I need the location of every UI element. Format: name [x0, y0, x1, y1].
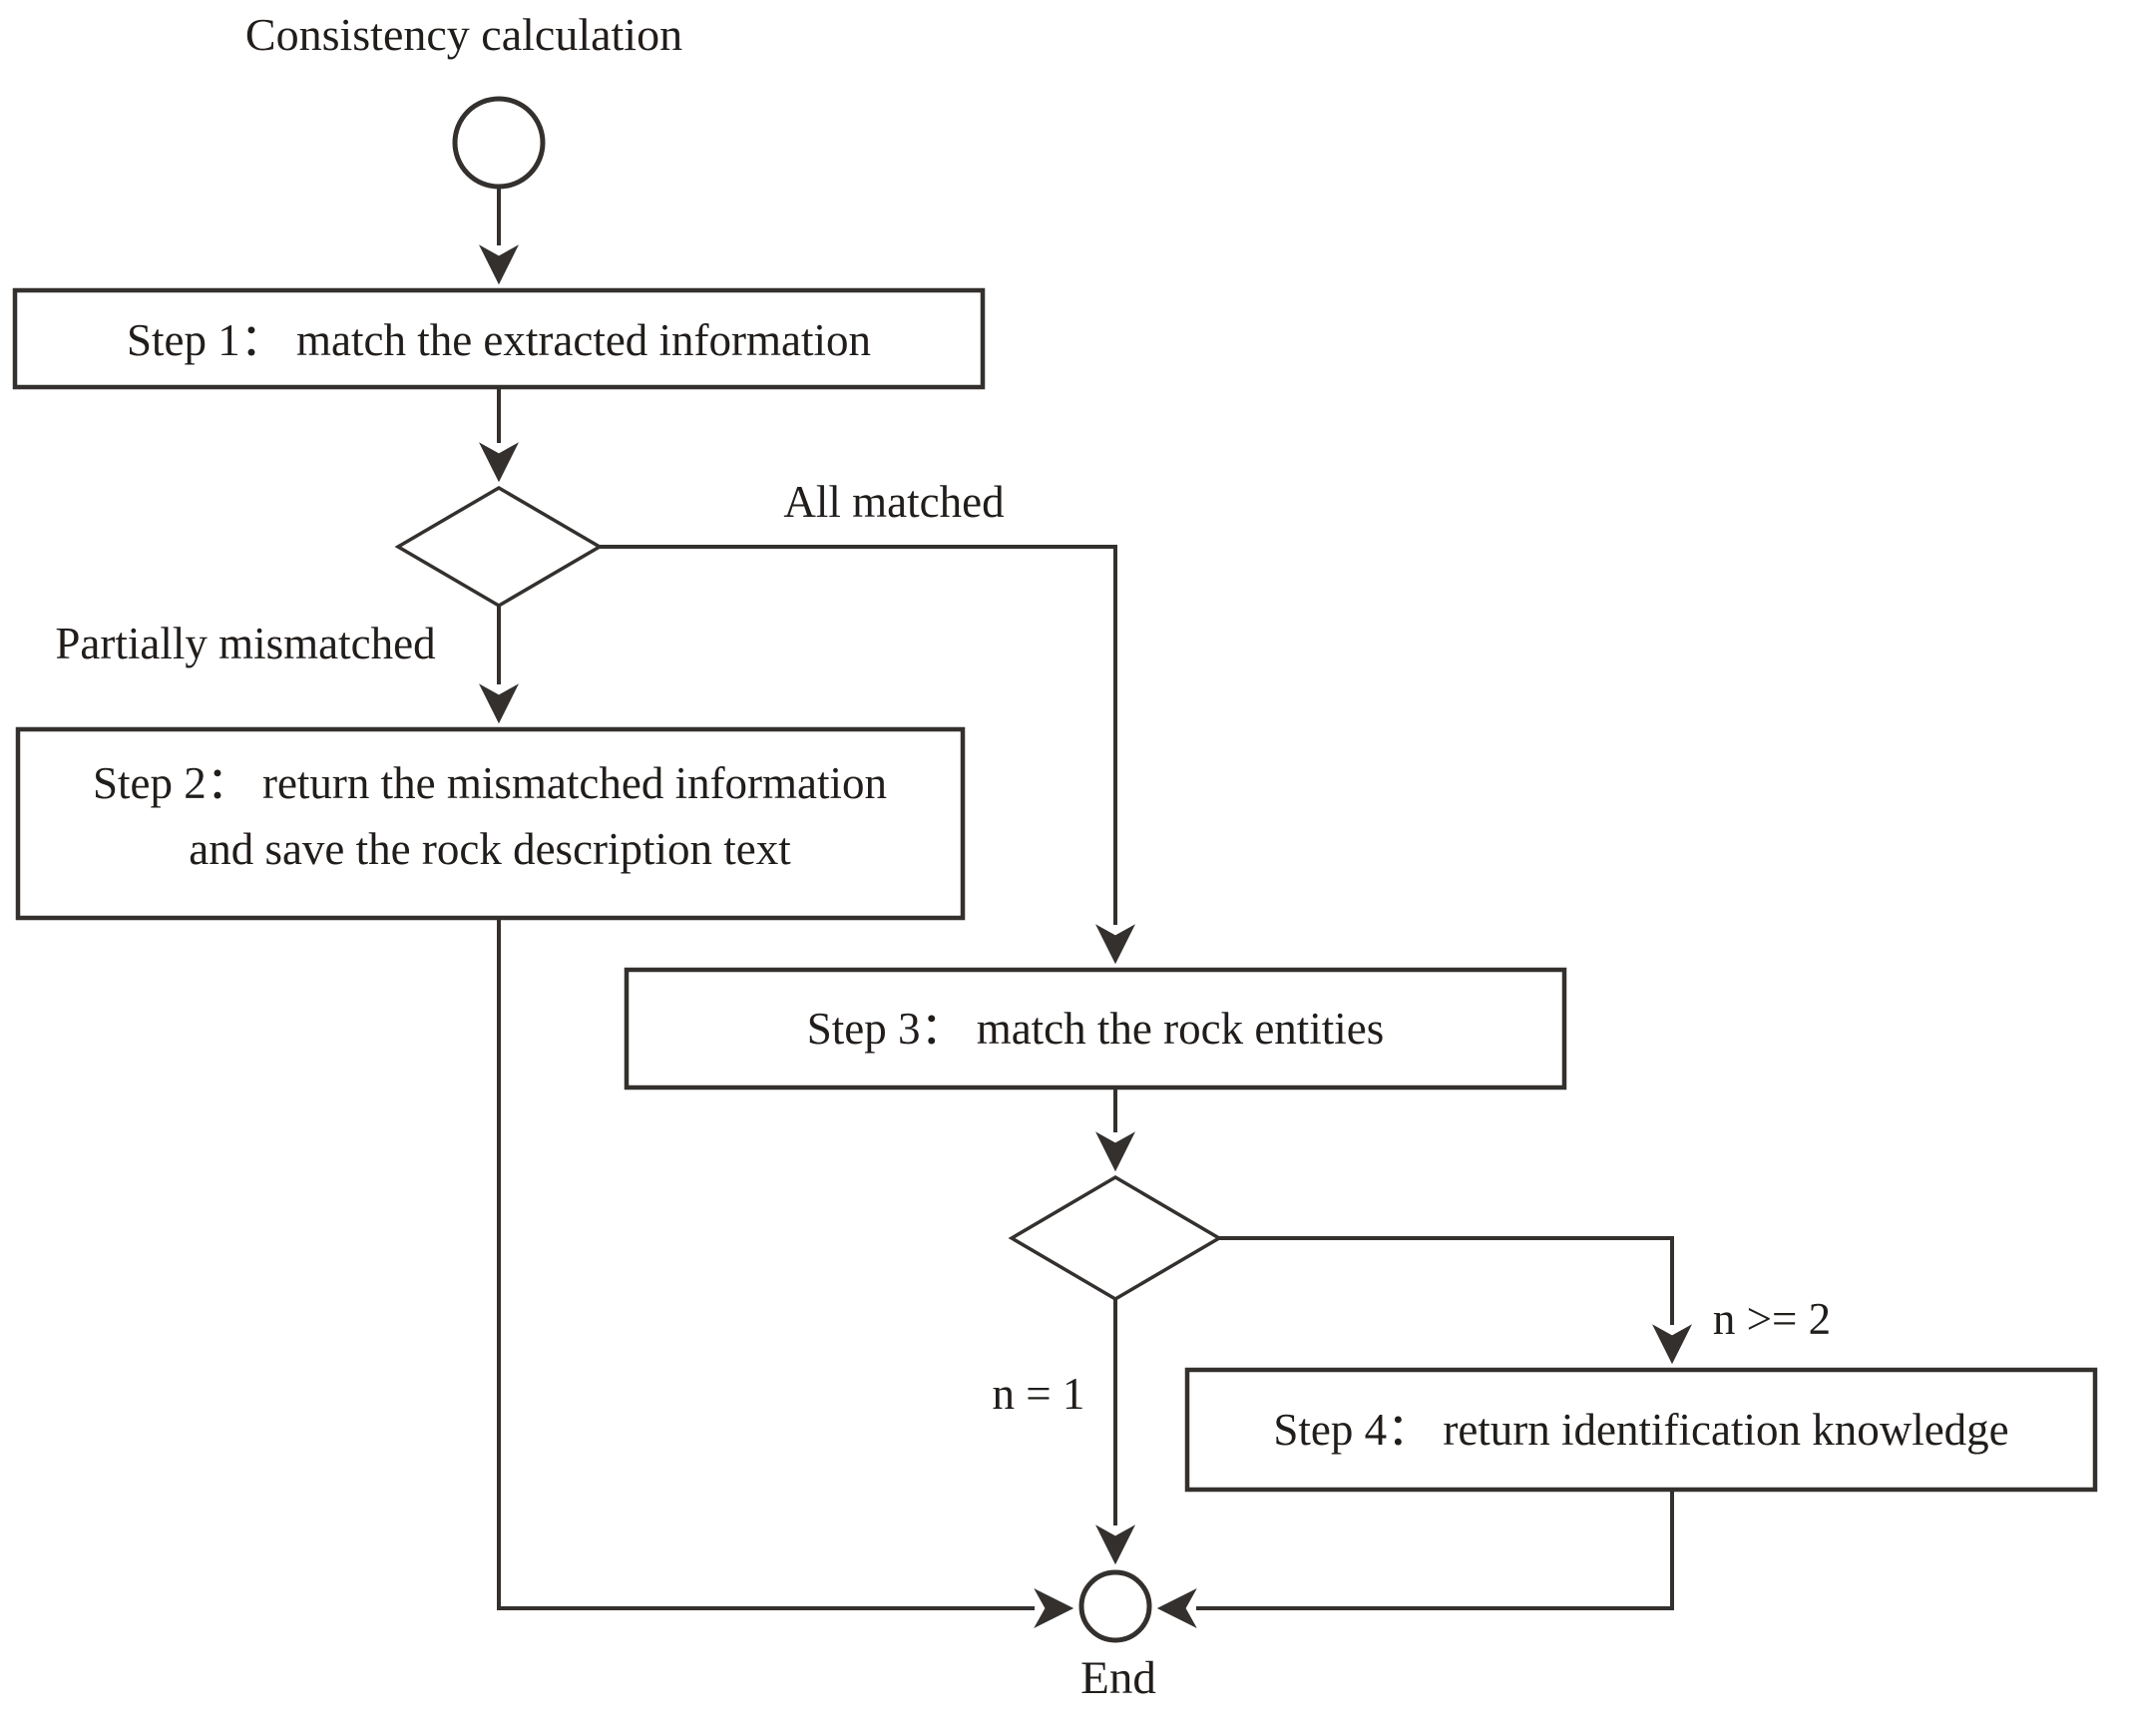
decision1-diamond [394, 485, 604, 609]
end-node-label: End [1080, 1652, 1156, 1704]
edge-decision2-to-step4 [1219, 1236, 1692, 1365]
step1-label: Step 1： match the extracted information [127, 315, 871, 365]
start-node-circle [452, 96, 546, 190]
edge-label-all-matched: All matched [783, 477, 1004, 527]
diagram-title: Consistency calculation [245, 9, 682, 60]
edge-decision1-to-step3 [600, 545, 1135, 965]
step3-label: Step 3： match the rock entities [807, 1004, 1385, 1054]
step2-label-line2: and save the rock description text [189, 824, 791, 874]
end-node-circle [1078, 1569, 1152, 1643]
edge-step2-to-end [497, 918, 1074, 1628]
edge-label-n-equals-1: n = 1 [993, 1369, 1085, 1419]
decision2-diamond [1008, 1174, 1223, 1302]
step4-label: Step 4： return identification knowledge [1273, 1405, 2008, 1455]
step4-box [1184, 1367, 2098, 1493]
step3-box [624, 967, 1567, 1090]
step2-label-line1: Step 2： return the mismatched informatio… [93, 758, 887, 808]
edge-label-n-greater-equal-2: n >= 2 [1713, 1294, 1831, 1344]
edge-step4-to-end [1156, 1490, 1674, 1628]
step2-box [15, 726, 966, 921]
edge-label-partially-mismatched: Partially mismatched [55, 619, 435, 668]
